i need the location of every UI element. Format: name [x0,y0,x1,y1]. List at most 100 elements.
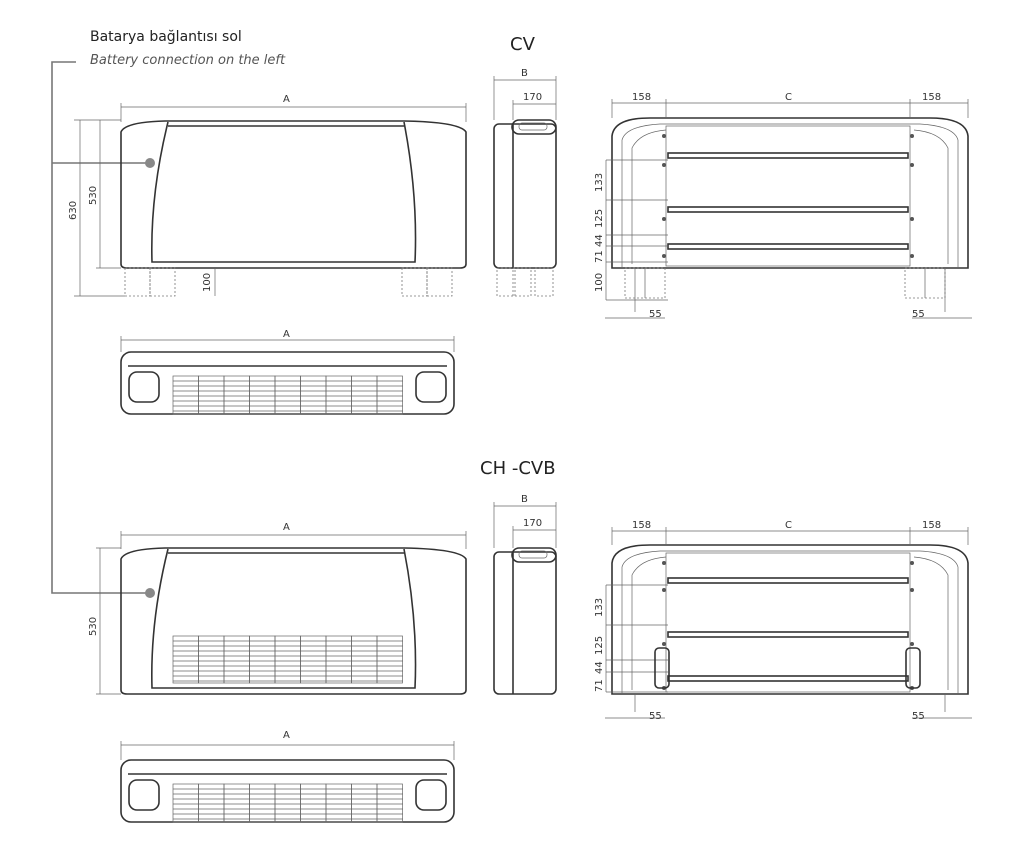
section-title-ch-cvb: CH -CVB [480,458,556,479]
fixing-point-icon [910,561,914,565]
front-panel [151,548,417,689]
grille-cell [198,783,225,823]
coil-frame [665,552,911,693]
grille-cell [351,783,378,823]
dim-71: 71 [594,250,605,263]
dim-55-left: 55 [649,309,662,320]
side-grille-right [415,779,447,811]
dim-b: B [521,68,528,79]
foot [149,267,176,297]
fixing-point-icon [662,561,666,565]
dim-a-top: A [283,329,290,340]
foot [401,267,428,297]
grille-cell [249,783,276,823]
casing-inner [621,123,959,268]
dim-a: A [283,94,290,105]
outlet-grille [511,547,557,563]
dim-b: B [521,494,528,505]
dim-125: 125 [594,636,605,655]
foot [644,267,666,299]
grille-cell [198,375,225,415]
coil-tube [667,152,909,159]
grille-cell [325,783,352,823]
top-view [120,741,455,823]
dim-44: 44 [594,661,605,674]
grille-cell [325,375,352,415]
title-english: Battery connection on the left [90,53,286,68]
dim-170: 170 [523,92,542,103]
grille-cell [300,375,327,415]
foot [496,267,516,297]
foot [904,267,926,299]
dim-133: 133 [594,598,605,617]
connector-dot-icon [145,158,155,168]
foot [124,267,151,297]
rear-view [605,527,972,719]
dim-100: 100 [202,273,213,292]
unit-rear [611,117,969,269]
section-title-cv: CV [510,34,536,55]
dim-44: 44 [594,234,605,247]
coil-tube [667,206,909,213]
top-view [120,336,455,415]
dim-a-top: A [283,730,290,741]
dim-630: 630 [68,201,79,220]
coil-tube [667,675,909,682]
coil-tube [667,243,909,250]
connection-leader [51,61,155,598]
grille-cell [274,375,301,415]
dim-55-left: 55 [649,711,662,722]
unit-top [120,759,455,823]
foot [924,267,946,299]
outlet-opening [518,122,548,131]
unit-side [493,123,557,269]
grille-cell [351,375,378,415]
outlet-opening [518,550,548,559]
grille-cell [376,783,403,823]
dim-c: C [785,92,792,103]
rear-view [605,99,972,319]
fixing-point-icon [910,254,914,258]
dim-158-left: 158 [632,92,651,103]
dim-170: 170 [523,518,542,529]
grille-cell [376,635,403,684]
fixing-point-icon [910,134,914,138]
coil-tube [667,631,909,638]
dim-133: 133 [594,173,605,192]
grille-cell [274,783,301,823]
coil-frame [665,125,911,267]
foot [534,267,554,297]
drain-panel [905,647,921,689]
unit-side [493,551,557,695]
dim-158-left: 158 [632,520,651,531]
casing-inner [621,550,959,694]
casing-inner [631,129,949,264]
foot [426,267,453,297]
fixing-point-icon [662,254,666,258]
side-view [493,76,557,297]
dim-100-rear: 100 [594,273,605,292]
grille-cell [223,783,250,823]
fixing-point-icon [662,642,666,646]
fixing-point-icon [662,163,666,167]
grille-cell [223,375,250,415]
dim-55-right: 55 [912,309,925,320]
grille-cell [376,375,403,415]
dim-c: C [785,520,792,531]
dim-530: 530 [88,617,99,636]
drain-panel [654,647,670,689]
front-panel [151,121,417,263]
dim-530: 530 [88,186,99,205]
unit-top [120,351,455,415]
dim-a: A [283,522,290,533]
unit-rear [611,544,969,695]
front-view [74,103,467,297]
grille-cell [172,375,199,415]
connector-dot-icon [145,588,155,598]
fixing-point-icon [910,163,914,167]
fixing-point-icon [662,217,666,221]
fixing-point-icon [662,588,666,592]
grille-cell [249,375,276,415]
dim-125: 125 [594,209,605,228]
